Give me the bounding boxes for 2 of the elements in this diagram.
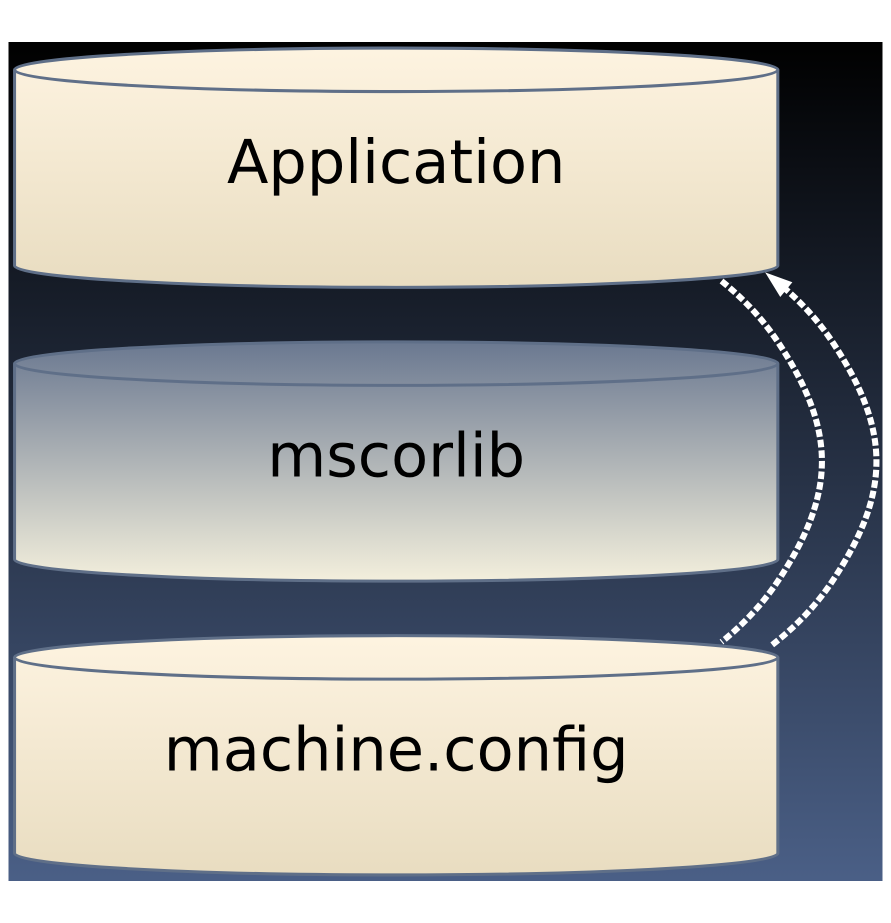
connector: [720, 278, 825, 644]
arrow: [765, 272, 880, 648]
